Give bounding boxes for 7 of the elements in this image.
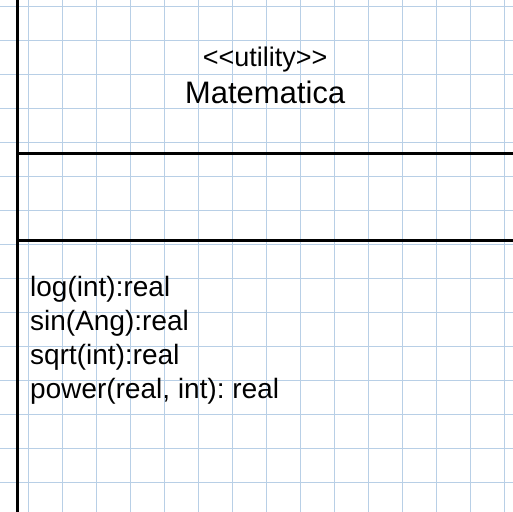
class-name: Matematica bbox=[184, 74, 346, 112]
operation-text: log(int):real bbox=[30, 270, 170, 304]
operation-text: power(real, int): real bbox=[30, 372, 279, 406]
operation-text: sqrt(int):real bbox=[30, 338, 180, 372]
operation-text: sin(Ang):real bbox=[30, 304, 189, 338]
stereotype-label: <<utility>> bbox=[202, 40, 328, 74]
class-box bbox=[16, 0, 513, 512]
